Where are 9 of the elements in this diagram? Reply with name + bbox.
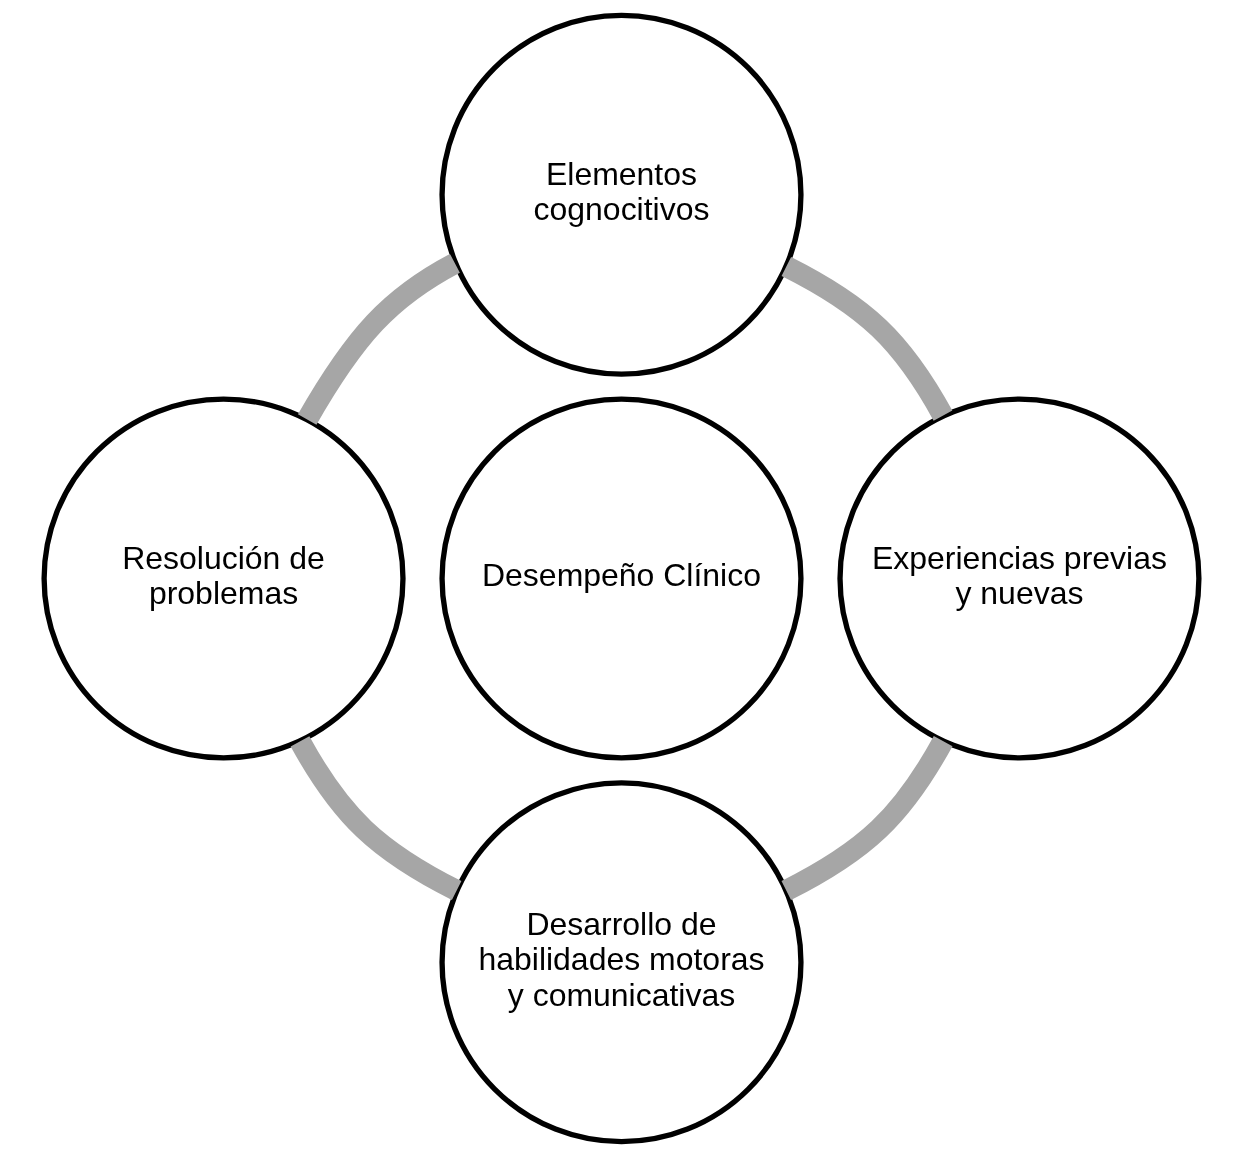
node-circle: Desempeño Clínico [439,396,804,761]
connector [781,257,953,421]
node-circle: Desarrollo de habilidades motoras y comunicativas [439,780,804,1145]
node-circle: Resolución de problemas [41,396,406,761]
connector [290,736,462,900]
connector [781,735,953,900]
connector [298,254,461,425]
node-circle: Experiencias previas y nuevas [837,396,1202,761]
node-circle: Elementos cognocitivos [439,12,804,377]
